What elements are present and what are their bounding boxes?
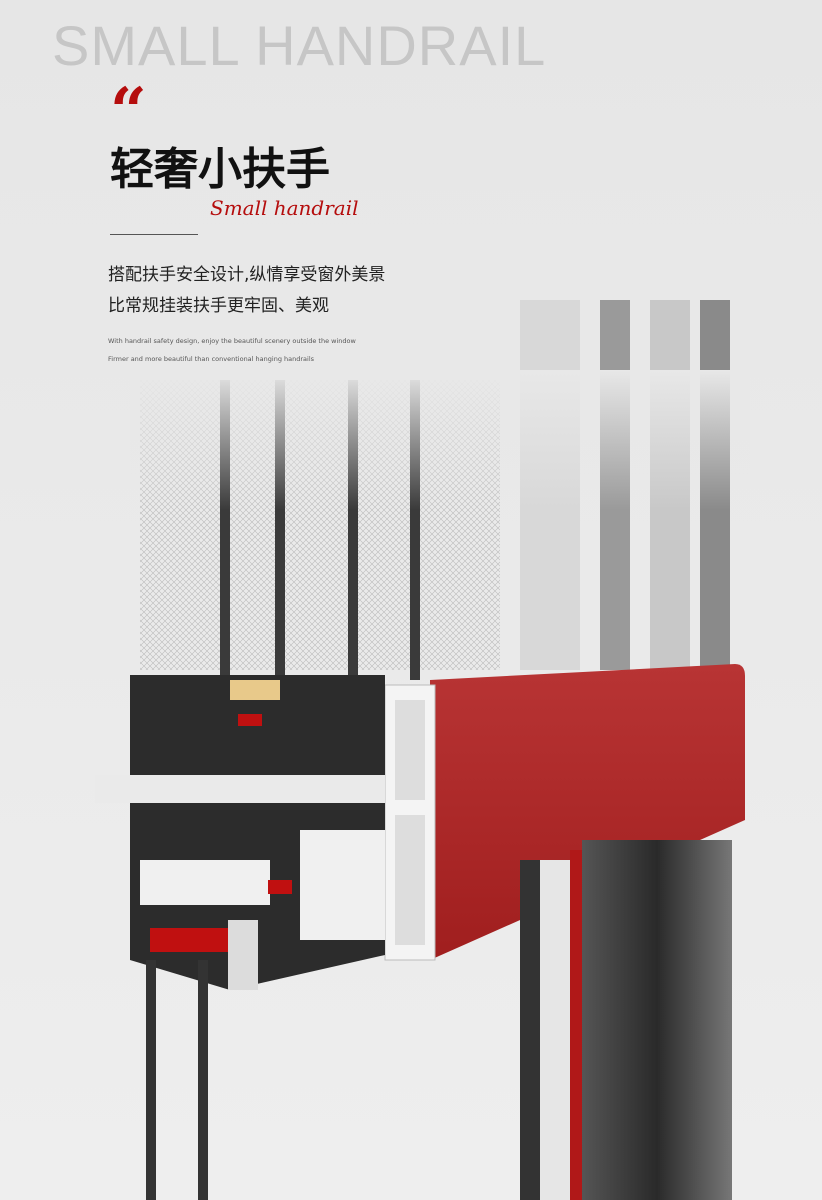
description-en-2: Firmer and more beautiful than conventio…	[108, 355, 315, 363]
lower-frame-column	[520, 840, 732, 1200]
page-title: 轻奢小扶手	[110, 144, 330, 195]
background-word: SMALL HANDRAIL	[52, 14, 547, 77]
description-cn-1: 搭配扶手安全设计,纵情享受窗外美景	[108, 265, 386, 285]
aluminium-profile	[95, 675, 385, 990]
glass-panes-bottom	[146, 960, 208, 1200]
description-cn-2: 比常规挂装扶手更牢固、美观	[108, 296, 329, 316]
script-subtitle: Small handrail	[210, 196, 359, 220]
quote-mark: “	[110, 74, 147, 149]
handrail	[384, 664, 745, 961]
description-en-1: With handrail safety design, enjoy the b…	[108, 337, 356, 345]
divider	[110, 234, 198, 235]
